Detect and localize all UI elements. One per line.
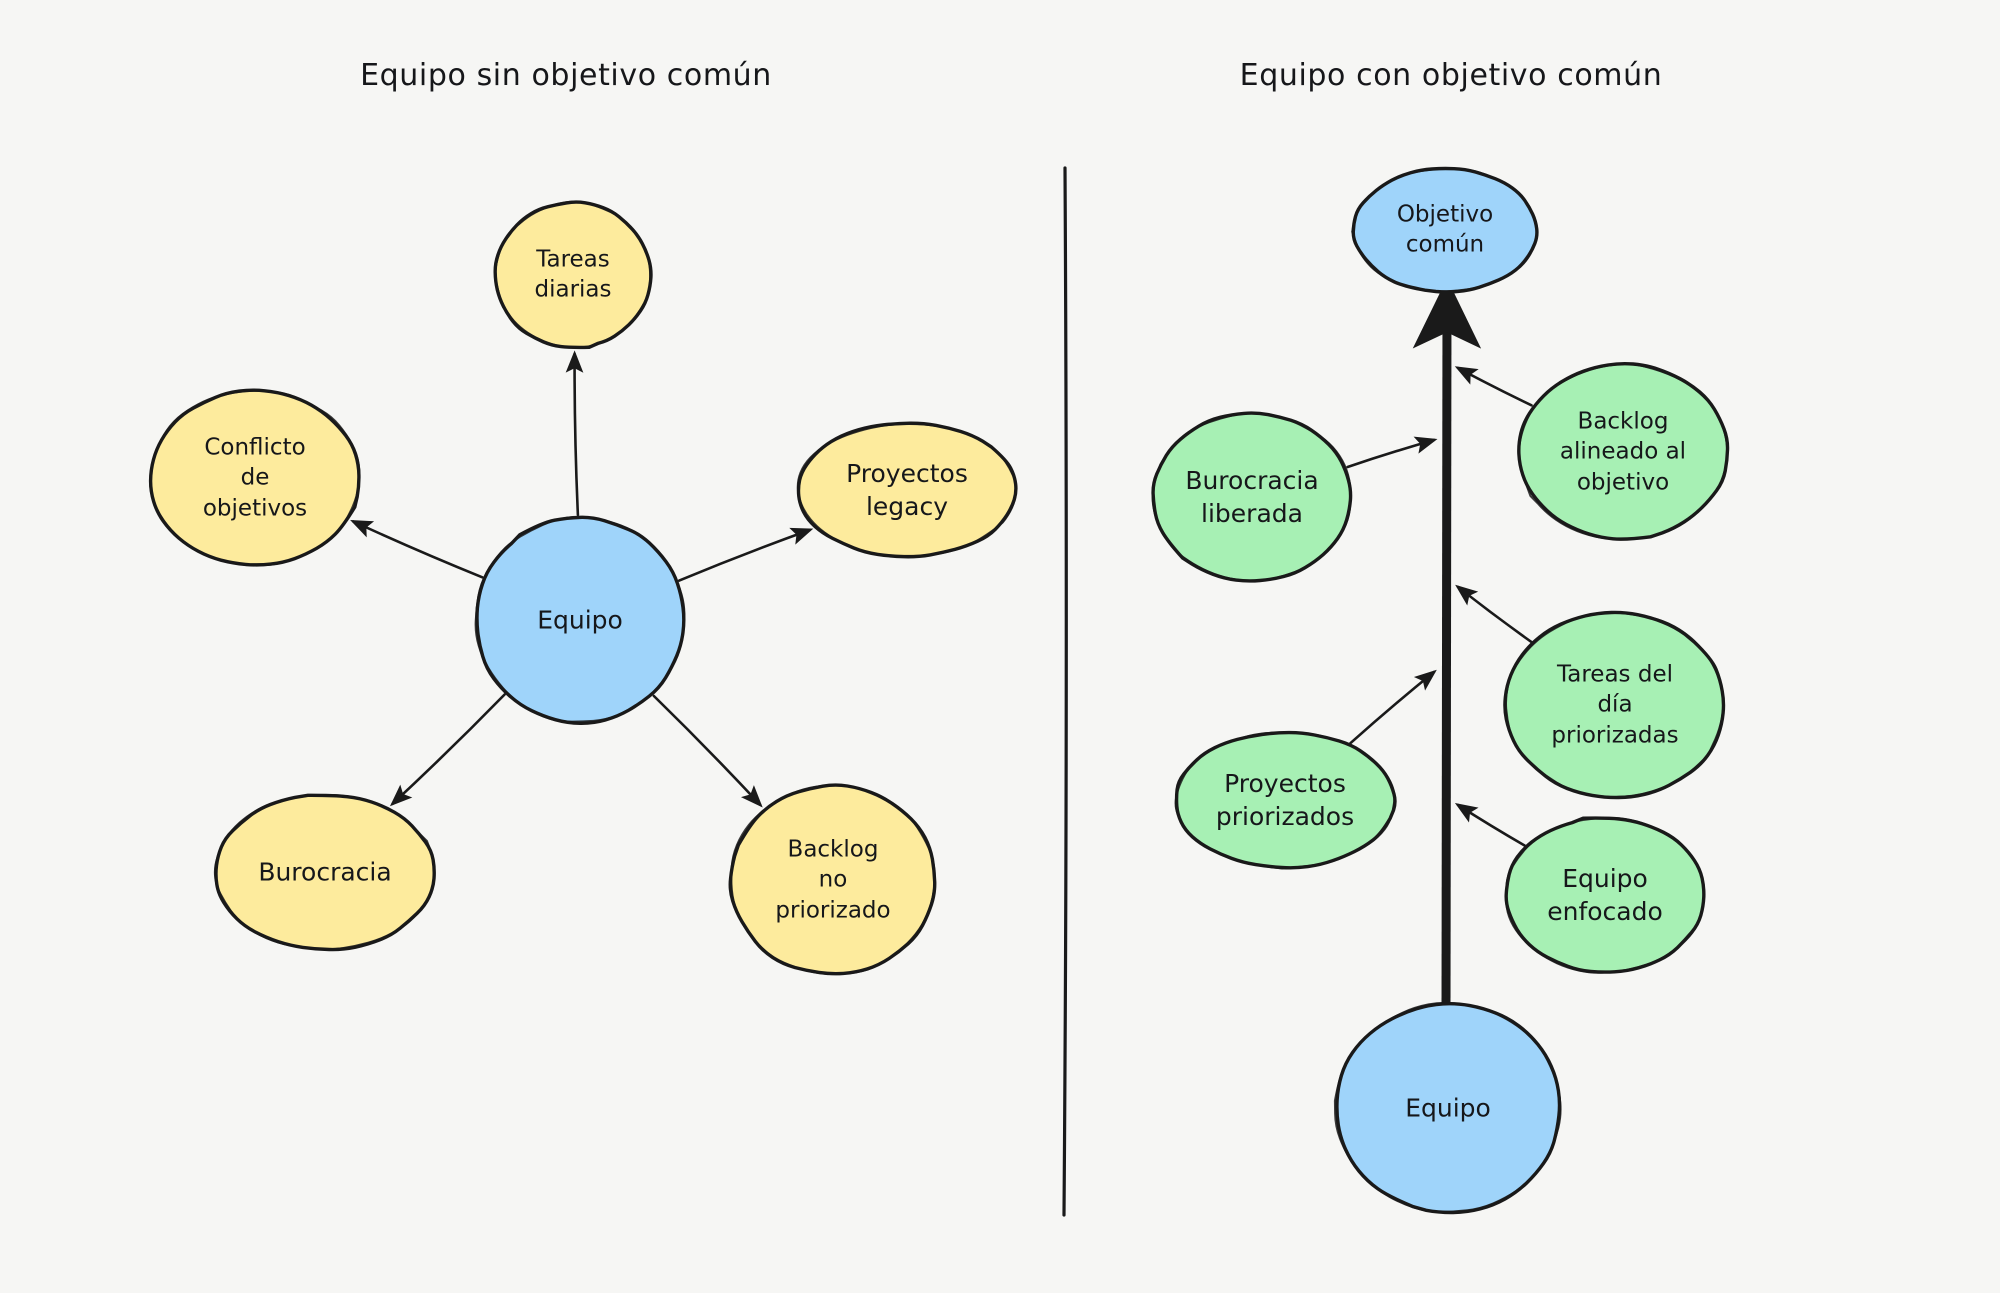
node-proyectos-legacy[interactable] (796, 421, 1018, 559)
node-backlog-alineado[interactable] (1517, 361, 1730, 541)
node-objetivo-comun[interactable] (1351, 166, 1539, 294)
node-backlog-no-priorizado[interactable] (728, 783, 937, 976)
node-equipo-left[interactable] (474, 515, 686, 726)
right-panel-title: Equipo con objetivo común (1239, 58, 1663, 93)
edge-equipo-left-to-conflicto-objetivos (350, 519, 484, 579)
edge-equipo-left-to-burocracia (389, 693, 506, 807)
node-burocracia[interactable] (213, 793, 436, 952)
node-tareas-dia-priorizadas[interactable] (1503, 610, 1726, 800)
panel-divider (1062, 166, 1068, 1217)
left-panel-title: Equipo sin objetivo común (360, 58, 772, 93)
divider-line (1062, 166, 1068, 1217)
nodes-group (148, 166, 1730, 1215)
edges-group (350, 278, 1533, 1011)
node-proyectos-priorizados[interactable] (1174, 730, 1397, 870)
node-burocracia-liberada[interactable] (1151, 411, 1353, 583)
edge-burocracia-liberada-to-spine (1346, 436, 1438, 469)
spine-arrow-equipo-to-objetivo (1412, 278, 1482, 1011)
edge-equipo-left-to-backlog-no-priorizado (652, 694, 763, 808)
edge-tareas-dia-priorizadas-to-spine (1455, 584, 1533, 644)
node-equipo-enfocado[interactable] (1504, 816, 1706, 974)
edge-backlog-alineado-to-spine (1454, 366, 1533, 407)
node-conflicto-objetivos[interactable] (148, 388, 361, 567)
edge-equipo-enfocado-to-spine (1454, 803, 1527, 847)
edge-proyectos-priorizados-to-spine (1349, 669, 1437, 745)
edge-equipo-left-to-proyectos-legacy (677, 527, 814, 582)
edge-equipo-left-to-tareas-diarias (565, 350, 584, 517)
node-tareas-diarias[interactable] (493, 200, 653, 350)
node-equipo-right[interactable] (1333, 1001, 1562, 1215)
